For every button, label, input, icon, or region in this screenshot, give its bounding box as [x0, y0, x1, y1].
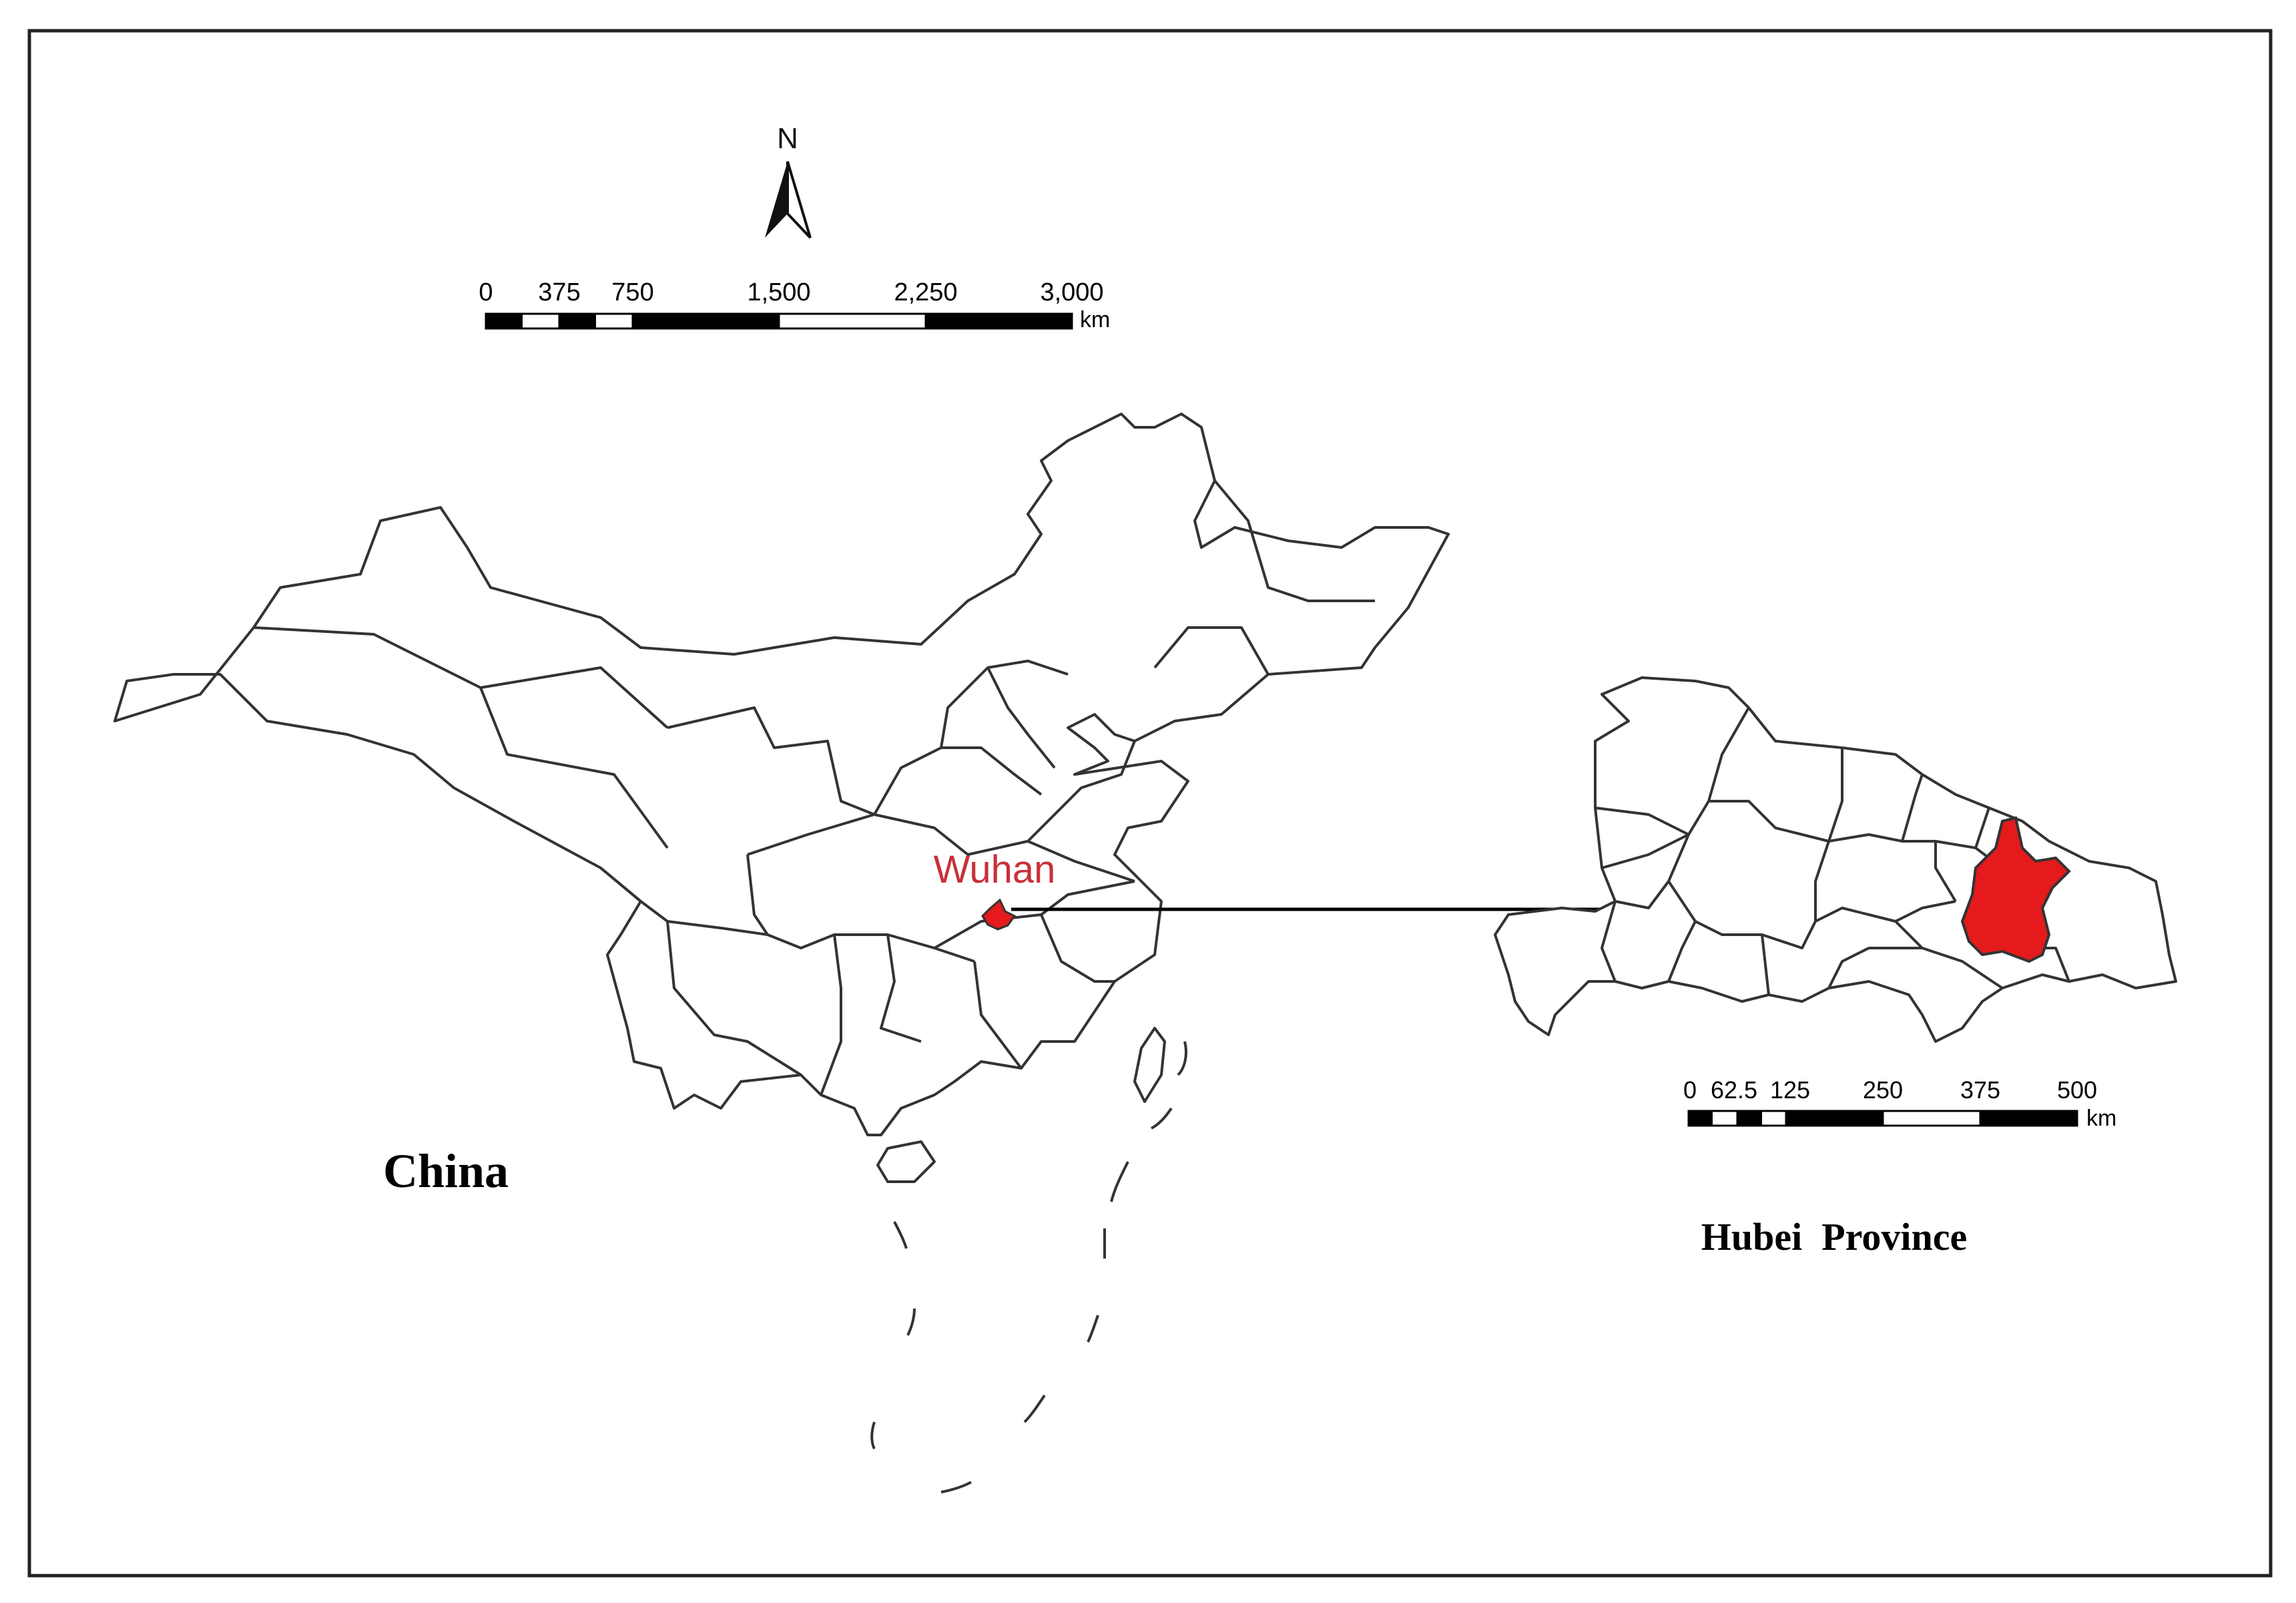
china-scale-unit: km	[1080, 307, 1110, 332]
china-title: China	[383, 1144, 509, 1198]
china-scale-tick-4: 2,250	[894, 278, 957, 306]
china-scale-tick-1: 375	[538, 278, 580, 306]
hubei-outline	[1494, 676, 2177, 1043]
hainan-island	[876, 1140, 936, 1183]
china-outline	[113, 413, 1450, 1136]
hubei-scale-tick-3: 250	[1863, 1076, 1903, 1104]
hubei-scale-tick-4: 375	[1960, 1076, 2000, 1104]
china-scale-tick-3: 1,500	[747, 278, 810, 306]
wuhan-region	[1960, 816, 2071, 963]
taiwan-island	[1133, 1027, 1166, 1103]
hubei-scale-bar: 0 62.5 125 250 375 500 km	[1683, 1076, 2116, 1131]
north-arrow-icon: N	[765, 122, 812, 239]
hubei-title: Hubei Province	[1701, 1215, 1967, 1258]
hubei-scale-tick-1: 62.5	[1711, 1076, 1757, 1104]
hubei-scale-unit: km	[2086, 1106, 2116, 1131]
china-scale-tick-0: 0	[479, 278, 493, 306]
hubei-scale-tick-0: 0	[1683, 1076, 1697, 1104]
china-scale-tick-5: 3,000	[1040, 278, 1103, 306]
china-scale-tick-2: 750	[611, 278, 653, 306]
north-label: N	[777, 122, 798, 155]
province-borders	[253, 479, 1375, 1096]
map-frame	[27, 29, 2273, 1578]
china-map	[113, 413, 1450, 1183]
hubei-map	[1494, 676, 2177, 1043]
hubei-scale-tick-5: 500	[2057, 1076, 2097, 1104]
hubei-prefecture-borders	[1595, 707, 2070, 995]
hubei-scale-tick-2: 125	[1770, 1076, 1810, 1104]
wuhan-marker	[981, 898, 1017, 931]
wuhan-label: Wuhan	[934, 848, 1056, 891]
china-scale-bar: 0 375 750 1,500 2,250 3,000 km	[479, 278, 1110, 332]
south-china-sea-dashes	[870, 1041, 1187, 1494]
